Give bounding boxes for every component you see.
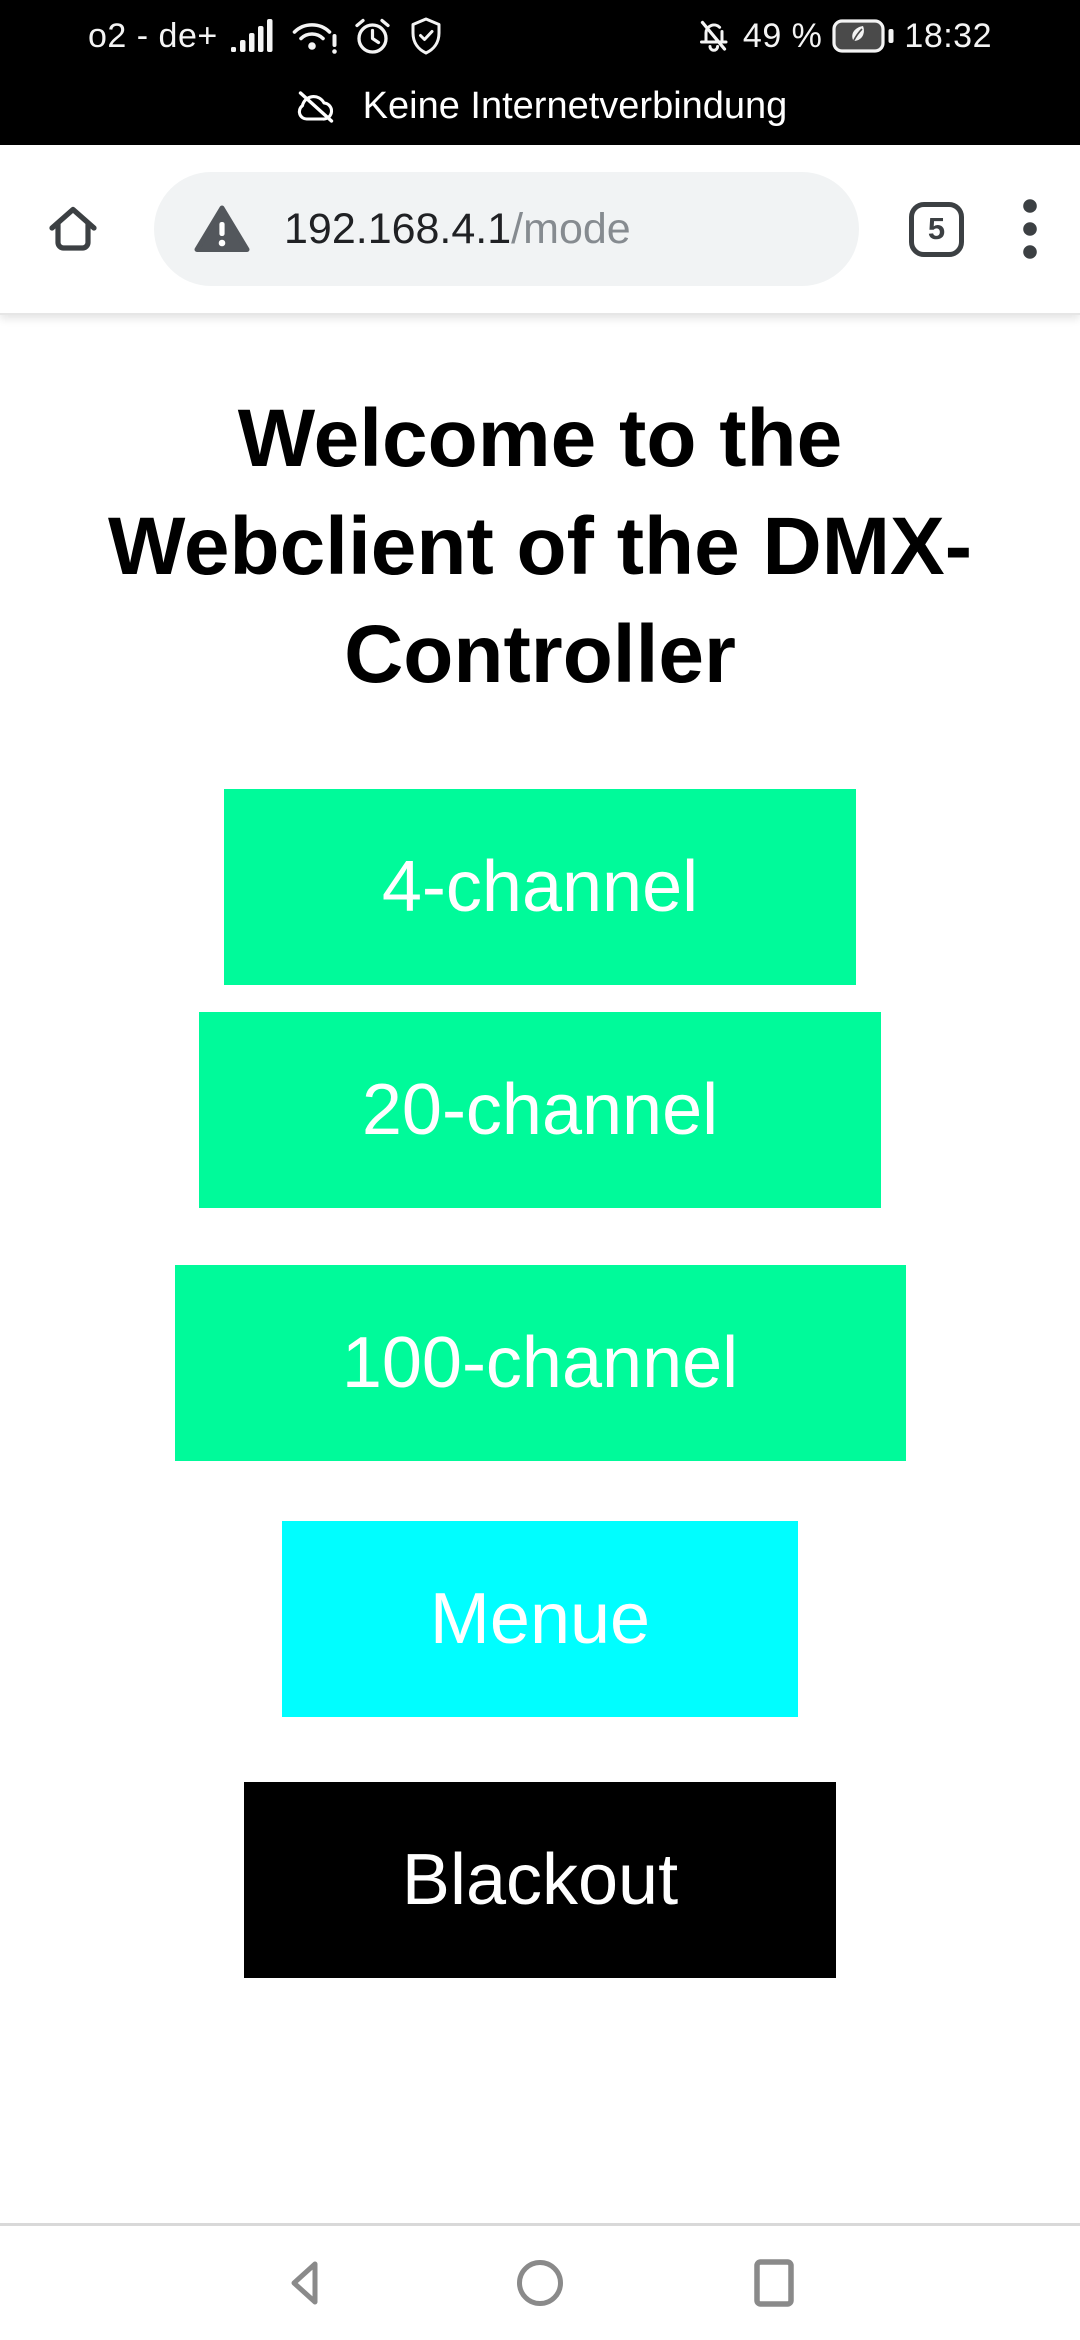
navigation-bar [0,2223,1080,2340]
shield-check-icon [406,16,446,56]
kebab-menu-icon [1022,198,1038,260]
button-100-channel[interactable]: 100-channel [174,1265,906,1461]
battery-saver-icon [832,17,894,55]
carrier-label: o2 - de+ [88,16,218,55]
tab-count-label: 5 [927,211,946,246]
status-left-cluster: o2 - de+ [88,16,446,56]
page-title-line-1: Welcome to the [237,393,843,484]
button-20-channel[interactable]: 20-channel [199,1012,881,1208]
url-bar[interactable]: 192.168.4.1/mode [154,172,859,286]
page-title-line-2: Webclient of the DMX- [107,501,973,592]
status-bar: o2 - de+ [0,0,1080,145]
home-nav-button[interactable] [514,2257,566,2309]
button-blackout[interactable]: Blackout [244,1782,836,1978]
status-row: o2 - de+ [0,0,1080,62]
home-circle-icon [514,2257,566,2309]
webpage-content: Welcome to the Webclient of the DMX- Con… [0,315,1080,2223]
warning-triangle-icon [194,203,250,255]
button-4-channel[interactable]: 4-channel [224,789,856,985]
signal-strength-icon [230,16,279,56]
connectivity-banner: Keine Internetverbindung [0,62,1080,145]
menu-button[interactable] [1022,198,1038,260]
cloud-offline-icon [293,88,339,126]
url-host: 192.168.4.1 [284,204,512,253]
notifications-off-icon [693,16,733,56]
recents-button[interactable] [748,2257,800,2309]
battery-percent-label: 49 % [742,16,823,55]
page-title-line-3: Controller [344,609,736,700]
tab-switcher-button[interactable]: 5 [909,201,964,257]
wifi-alert-icon [292,17,339,55]
recents-icon [750,2257,798,2309]
alarm-icon [352,16,393,56]
clock-label: 18:32 [904,16,992,55]
home-button[interactable] [44,200,102,258]
connectivity-banner-label: Keine Internetverbindung [362,85,788,127]
status-right-cluster: 49 % 18:32 [693,16,992,56]
button-menue[interactable]: Menue [282,1521,798,1717]
page-title: Welcome to the Webclient of the DMX- Con… [0,385,1080,709]
back-button[interactable] [280,2258,332,2308]
home-icon [44,200,102,258]
browser-toolbar: 192.168.4.1/mode 5 [0,145,1080,315]
back-icon [283,2258,329,2308]
url-text: 192.168.4.1/mode [284,205,631,254]
url-path: /mode [511,204,631,253]
